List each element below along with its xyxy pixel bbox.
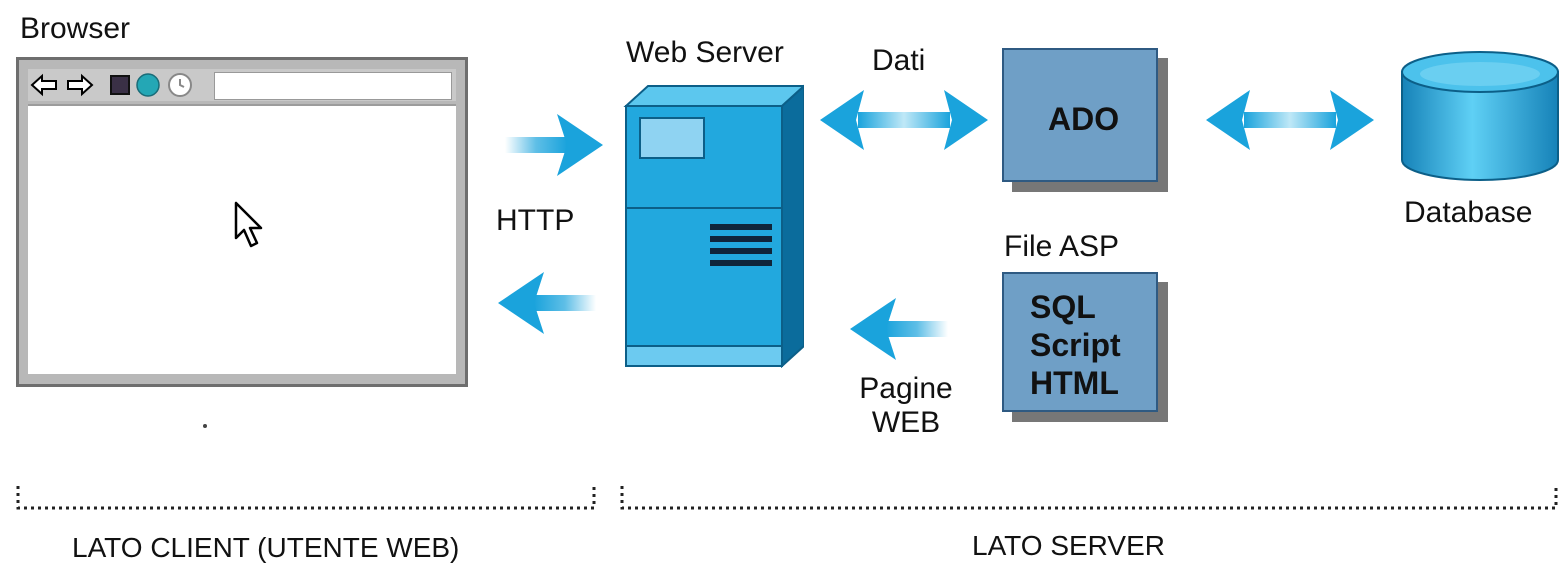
dati-label: Dati	[872, 44, 926, 77]
web-server-icon	[623, 84, 804, 368]
web-server-label: Web Server	[626, 36, 784, 69]
database-icon	[1401, 51, 1559, 181]
speck	[203, 424, 207, 428]
asp-box	[1002, 272, 1158, 412]
globe-icon	[136, 73, 160, 97]
browser-toolbar	[28, 69, 456, 101]
address-bar	[214, 72, 452, 100]
server-bracket	[620, 486, 1558, 510]
client-side-label: LATO CLIENT (UTENTE WEB)	[72, 532, 460, 563]
pagine-line: Pagine	[859, 372, 953, 405]
client-bracket	[16, 486, 596, 510]
ado-box	[1002, 48, 1158, 182]
asp-content: SQL Script HTML	[1030, 288, 1121, 402]
stop-icon	[110, 75, 130, 95]
asp-line-sql: SQL	[1030, 289, 1096, 325]
file-asp-label: File ASP	[1004, 230, 1120, 263]
http-label: HTTP	[496, 204, 575, 237]
database-double-arrow	[1206, 90, 1374, 150]
pagine-web-arrow	[850, 298, 948, 360]
browser-window	[16, 57, 468, 387]
browser-label: Browser	[20, 12, 131, 45]
clock-icon	[168, 73, 192, 97]
dati-double-arrow	[820, 90, 988, 150]
forward-arrow-icon	[67, 73, 94, 97]
http-request-arrow	[505, 114, 603, 176]
web-line: WEB	[871, 406, 941, 439]
asp-line-script: Script	[1030, 327, 1121, 363]
database-label: Database	[1404, 196, 1533, 229]
pagine-web-label: Pagine WEB	[848, 372, 964, 440]
mouse-pointer-icon	[234, 201, 263, 248]
back-arrow-icon	[30, 73, 57, 97]
server-side-label: LATO SERVER	[972, 530, 1165, 561]
http-response-arrow	[498, 272, 596, 334]
asp-line-html: HTML	[1030, 365, 1119, 401]
browser-viewport	[28, 104, 456, 374]
ado-label: ADO	[1048, 101, 1120, 137]
